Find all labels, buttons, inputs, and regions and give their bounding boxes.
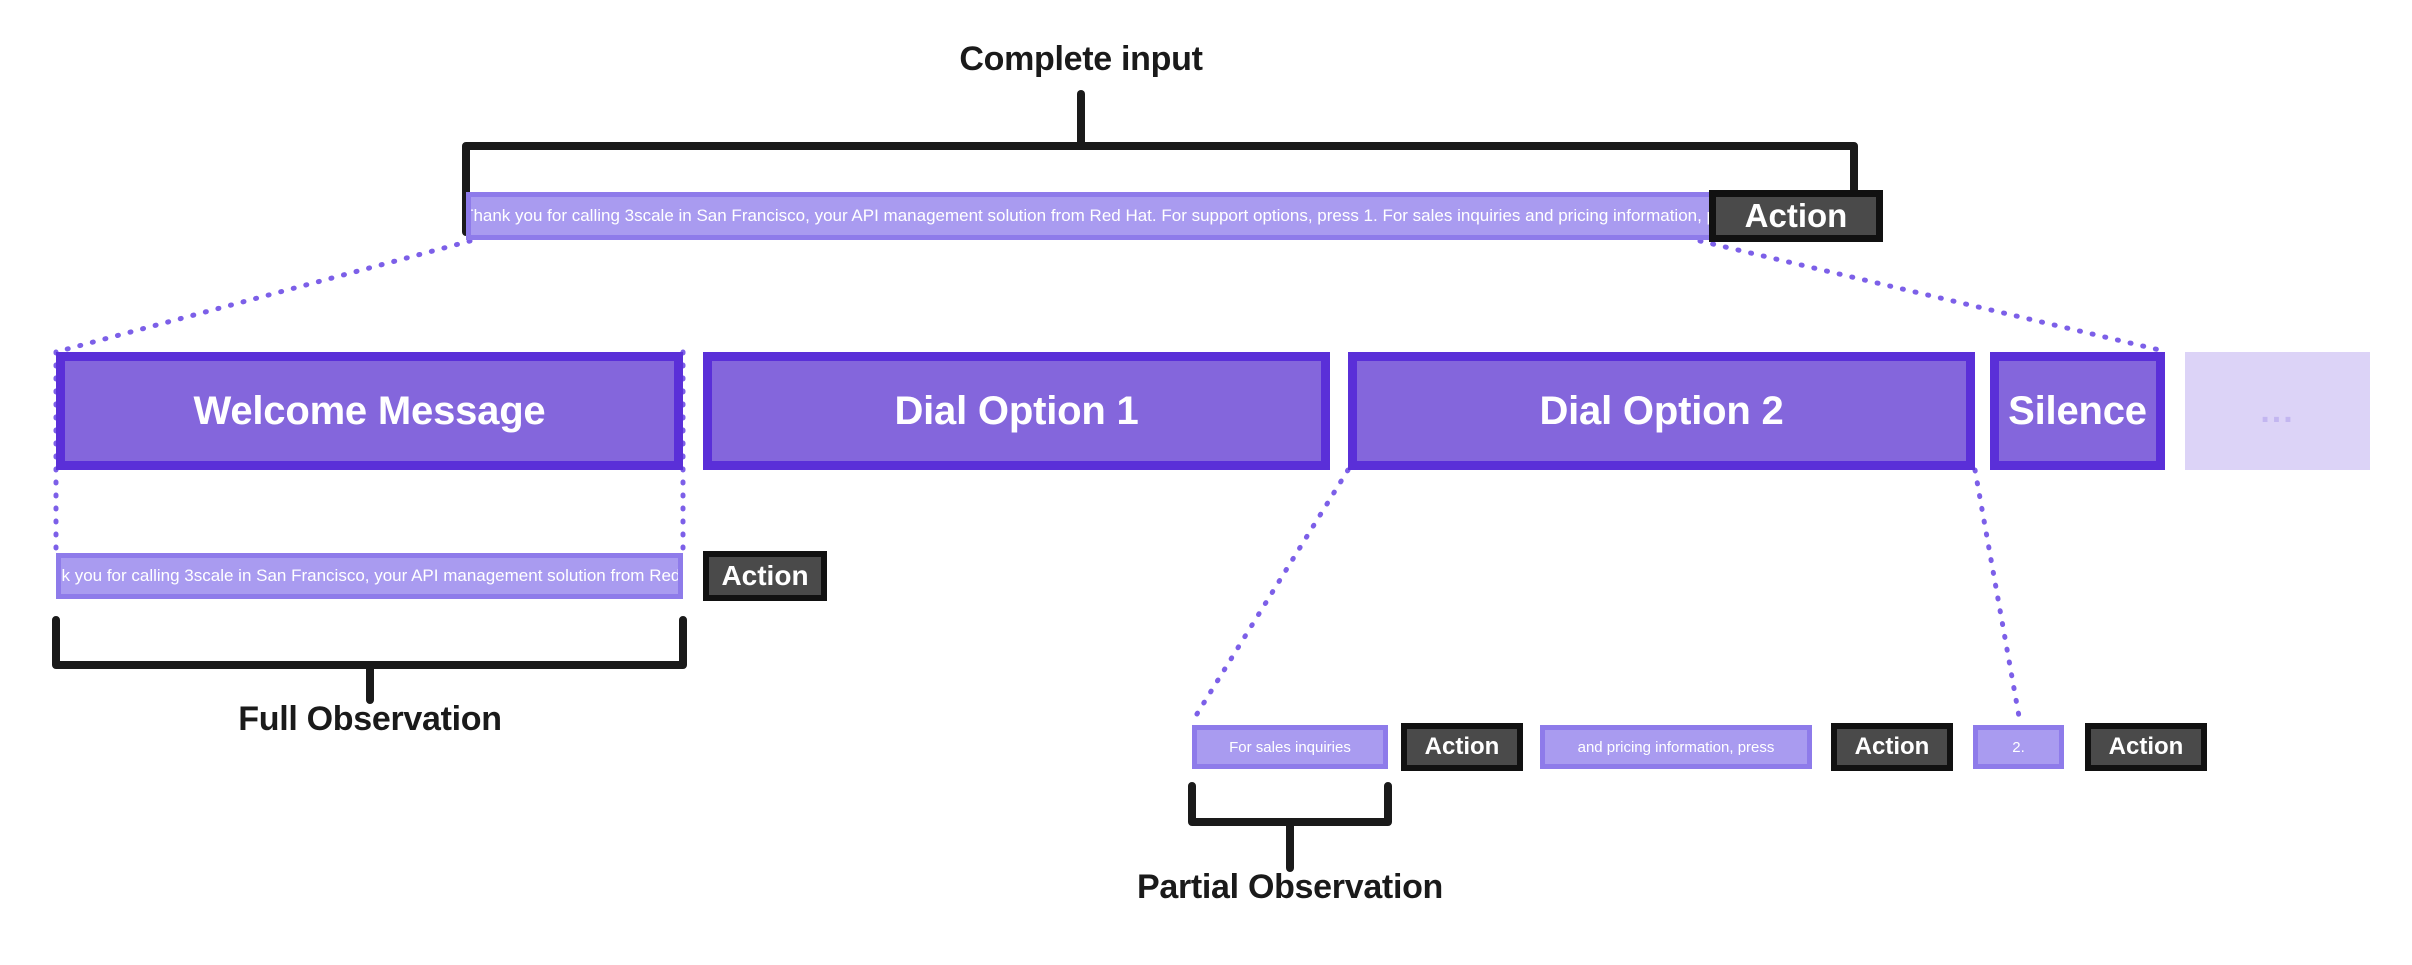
partial-observation-bracket: [1188, 782, 1392, 826]
partial-observation-caption: Partial Observation: [1136, 868, 1444, 906]
complete-input-chip: Thank you for calling 3scale in San Fran…: [466, 192, 1851, 240]
segment-node-silence[interactable]: Silence: [1990, 352, 2165, 470]
link-to-welcome-message: [53, 238, 473, 355]
link-dial2-left: [1189, 467, 1351, 725]
full-observation-chunk-0: Thank you for calling 3scale in San Fran…: [56, 553, 683, 599]
partial-observation-chunk-1: and pricing information, press: [1540, 725, 1812, 769]
full-observation-bracket: [52, 616, 687, 669]
segment-node-dial-option-2[interactable]: Dial Option 2: [1348, 352, 1975, 470]
segment-node-welcome-message[interactable]: Welcome Message: [56, 352, 683, 470]
full-observation-action-button-0[interactable]: Action: [703, 551, 827, 601]
link-dial2-right: [1972, 467, 2023, 725]
partial-observation-action-button-2[interactable]: Action: [2085, 723, 2207, 771]
partial-observation-chunk-0: For sales inquiries: [1192, 725, 1388, 769]
complete-input-title: Complete input: [959, 40, 1203, 78]
full-observation-caption: Full Observation: [238, 700, 502, 738]
link-to-silence: [1697, 238, 2171, 355]
partial-observation-chunk-2: 2.: [1973, 725, 2064, 769]
partial-observation-action-button-0[interactable]: Action: [1401, 723, 1523, 771]
segment-node-ellipsis[interactable]: ...: [2185, 352, 2370, 470]
segment-node-dial-option-1[interactable]: Dial Option 1: [703, 352, 1330, 470]
partial-observation-action-button-1[interactable]: Action: [1831, 723, 1953, 771]
complete-input-action-button[interactable]: Action: [1709, 190, 1883, 242]
